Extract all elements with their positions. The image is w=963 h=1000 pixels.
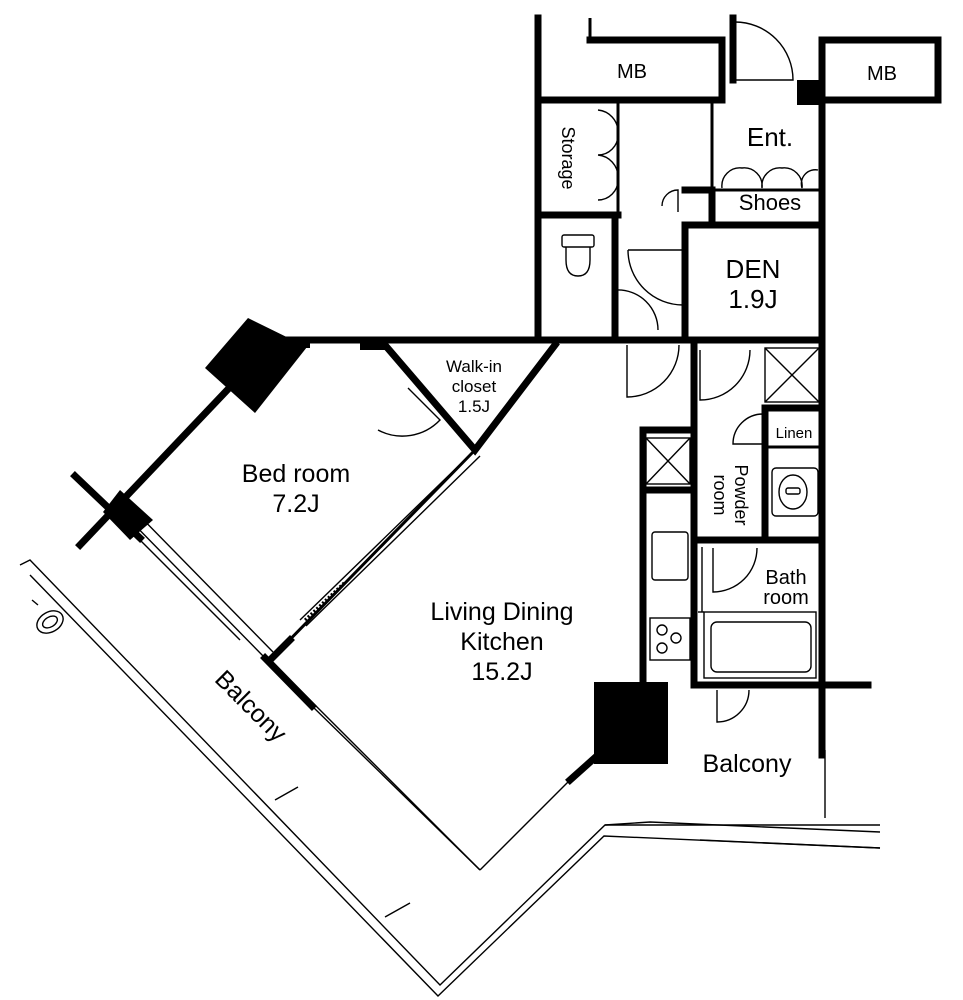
vent-icon bbox=[764, 347, 820, 403]
label-powder: Powder bbox=[731, 464, 751, 525]
label-entrance: Ent. bbox=[747, 122, 793, 152]
sink-icon bbox=[651, 531, 689, 581]
label-shoes: Shoes bbox=[739, 190, 801, 215]
label-walkin-size: 1.5J bbox=[458, 397, 490, 416]
columns bbox=[70, 80, 825, 764]
bathtub-icon bbox=[703, 611, 817, 679]
column-lower-right bbox=[594, 682, 668, 764]
label-ldk2: Kitchen bbox=[460, 628, 543, 656]
doors bbox=[139, 21, 819, 723]
label-bedroom: Bed room bbox=[242, 460, 350, 488]
balcony-outline bbox=[19, 559, 881, 997]
label-walkin: Walk-in bbox=[446, 357, 502, 376]
room-labels: MB MB Ent. Shoes Storage DEN 1.9J Walk-i… bbox=[209, 61, 897, 778]
label-storage: Storage bbox=[558, 126, 578, 189]
label-ldk1: Living Dining bbox=[430, 598, 573, 626]
label-mb-left: MB bbox=[617, 61, 647, 83]
label-bedroom-size: 7.2J bbox=[272, 490, 319, 518]
stove-icon bbox=[649, 617, 691, 661]
label-ldk-size: 15.2J bbox=[471, 658, 532, 686]
label-bath: Bath bbox=[765, 567, 806, 589]
drain-icon bbox=[36, 610, 64, 634]
toilet-icon bbox=[561, 234, 595, 248]
label-bath2: room bbox=[763, 587, 809, 609]
label-den-size: 1.9J bbox=[728, 284, 777, 314]
label-balcony-right: Balcony bbox=[703, 750, 792, 778]
label-walkin2: closet bbox=[452, 377, 497, 396]
label-powder2: room bbox=[710, 474, 730, 515]
walls bbox=[75, 14, 942, 871]
washbasin-icon bbox=[771, 467, 819, 517]
column-entrance bbox=[797, 80, 825, 105]
label-den: DEN bbox=[726, 254, 781, 284]
vent-icon bbox=[645, 437, 691, 485]
column-left bbox=[103, 490, 153, 540]
fixtures bbox=[561, 234, 820, 679]
label-linen: Linen bbox=[776, 425, 813, 442]
label-mb-right: MB bbox=[867, 63, 897, 85]
